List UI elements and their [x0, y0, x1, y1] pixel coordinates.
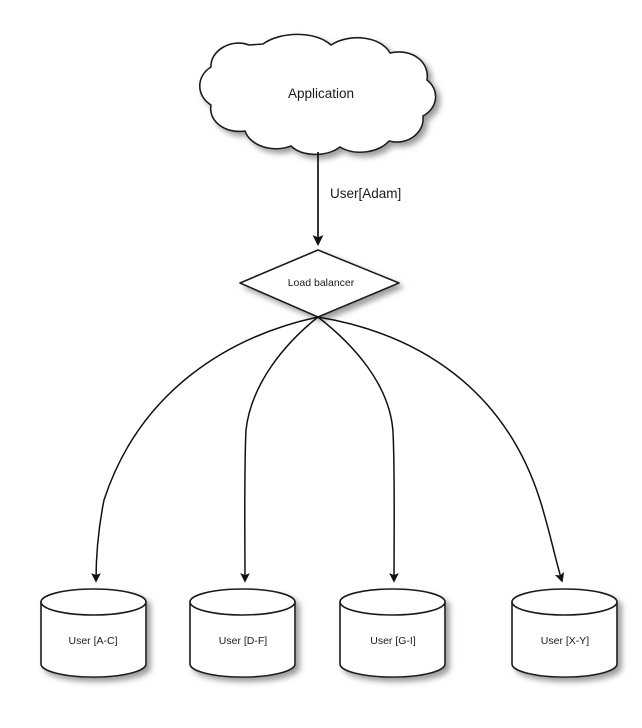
cylinder-top-0 — [40, 588, 147, 616]
cylinder-body-1 — [189, 601, 296, 678]
node-database-3[interactable] — [511, 588, 618, 678]
cloud-shape — [198, 33, 437, 156]
edge-balancer-to-db-2 — [317, 316, 399, 583]
cylinder-top-2 — [339, 588, 446, 616]
diamond-shape — [239, 249, 400, 318]
cylinder-top-1 — [189, 588, 296, 616]
node-database-2[interactable] — [339, 588, 446, 678]
cylinder-body-3 — [511, 601, 618, 678]
edge-balancer-to-db-1 — [240, 316, 319, 583]
edge-group-balancer-to-databases — [91, 316, 565, 583]
node-load-balancer-diamond[interactable] — [239, 249, 400, 318]
node-database-0[interactable] — [40, 588, 147, 678]
cylinder-top-3 — [511, 588, 618, 616]
edge-balancer-to-db-0 — [91, 316, 319, 583]
edge-balancer-to-db-3 — [317, 316, 565, 583]
cylinder-body-2 — [339, 601, 446, 678]
node-database-1[interactable] — [189, 588, 296, 678]
cylinder-body-0 — [40, 601, 147, 678]
node-application-cloud[interactable] — [198, 33, 437, 156]
